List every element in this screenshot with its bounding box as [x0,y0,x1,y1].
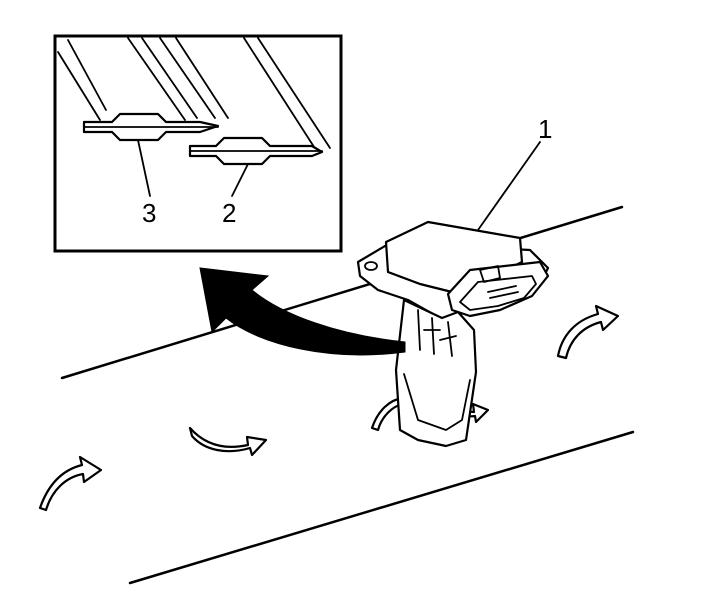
rail-6 [175,37,229,119]
callout-1: 1 [538,114,552,144]
maf-sensor [356,220,550,448]
mount-hole-left [364,261,378,271]
connector-pins [487,285,519,299]
airflow-arrow-right [556,304,620,360]
detail-inset: 3 2 [53,34,343,253]
duct-lower-edge [128,430,635,585]
rail-5 [159,37,216,119]
probe-lower [403,373,471,431]
rail-3 [127,37,186,121]
callout-2: 2 [222,198,236,228]
probe-channel [417,309,457,357]
inset-frame [53,34,343,253]
leader-3 [137,139,151,197]
rail-4 [141,37,198,119]
rail-2 [67,39,107,111]
sensor-probe [394,298,478,448]
airflow-arrow-center [188,426,268,457]
rail-7 [243,37,317,151]
rail-8 [257,37,331,149]
housing-top-edge [427,221,521,239]
connector-latch [479,265,501,283]
leader-1 [477,141,541,231]
housing-front-edge [387,271,453,293]
airflow-arrow-left [38,455,103,512]
intake-duct [60,205,635,585]
rail-1 [57,51,101,121]
duct-upper-edge [60,205,624,380]
callout-3: 3 [142,198,156,228]
leader-2 [231,163,249,197]
detail-arrow [199,267,406,356]
